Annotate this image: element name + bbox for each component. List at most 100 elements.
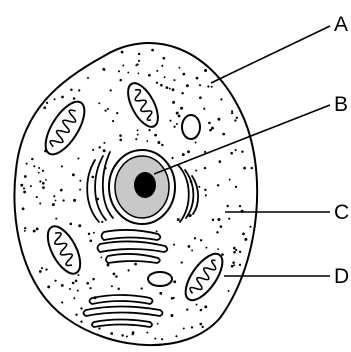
cytoplasm-granule: [208, 122, 211, 125]
cytoplasm-granule: [203, 108, 205, 110]
cytoplasm-granule: [38, 172, 40, 174]
cytoplasm-granule: [146, 332, 148, 334]
cytoplasm-granule: [217, 218, 220, 221]
cytoplasm-granule: [182, 73, 185, 76]
cytoplasm-granule: [204, 167, 206, 169]
cytoplasm-granule: [116, 112, 118, 114]
cytoplasm-granule: [170, 314, 173, 317]
cytoplasm-granule: [232, 261, 235, 264]
cytoplasm-granule: [30, 185, 32, 187]
cytoplasm-granule: [24, 175, 27, 178]
cytoplasm-granule: [187, 245, 190, 248]
cytoplasm-granule: [228, 218, 230, 220]
cytoplasm-granule: [199, 96, 202, 99]
cytoplasm-granule: [138, 53, 140, 55]
cytoplasm-granule: [69, 288, 71, 290]
cytoplasm-granule: [33, 165, 35, 167]
cytoplasm-granule: [87, 77, 89, 79]
cytoplasm-granule: [75, 280, 78, 283]
cytoplasm-granule: [43, 106, 46, 109]
cytoplasm-granule: [178, 115, 181, 118]
cytoplasm-granule: [175, 335, 177, 337]
cytoplasm-granule: [127, 72, 129, 74]
cytoplasm-granule: [72, 173, 75, 176]
cytoplasm-granule: [148, 74, 151, 77]
cytoplasm-granule: [101, 221, 103, 223]
cytoplasm-granule: [88, 233, 90, 235]
cytoplasm-granule: [195, 169, 197, 171]
cytoplasm-granule: [233, 264, 235, 266]
cytoplasm-granule: [205, 194, 207, 196]
cytoplasm-granule: [239, 251, 241, 253]
cytoplasm-granule: [79, 180, 81, 182]
cytoplasm-granule: [36, 196, 38, 198]
nucleolus: [134, 172, 156, 198]
cytoplasm-granule: [39, 270, 42, 273]
cytoplasm-granule: [176, 112, 179, 115]
cytoplasm-granule: [161, 65, 163, 67]
cytoplasm-granule: [199, 84, 201, 86]
cytoplasm-granule: [121, 51, 124, 54]
cytoplasm-granule: [38, 167, 40, 169]
cytoplasm-granule: [119, 79, 122, 82]
cytoplasm-granule: [191, 326, 193, 328]
cytoplasm-granule: [23, 187, 25, 189]
cytoplasm-granule: [239, 205, 241, 207]
cytoplasm-granule: [41, 267, 43, 269]
cytoplasm-granule: [164, 76, 166, 78]
cytoplasm-granule: [182, 153, 185, 156]
cytoplasm-granule: [159, 292, 162, 295]
cytoplasm-granule: [166, 86, 169, 89]
cytoplasm-granule: [53, 195, 55, 197]
cytoplasm-granule: [126, 335, 128, 337]
cytoplasm-granule: [77, 157, 79, 159]
cytoplasm-granule: [244, 238, 247, 241]
cytoplasm-granule: [243, 167, 246, 170]
cytoplasm-granule: [204, 189, 206, 191]
cytoplasm-granule: [250, 226, 252, 228]
cytoplasm-granule: [122, 65, 124, 67]
cytoplasm-granule: [169, 120, 171, 122]
cytoplasm-granule: [183, 327, 185, 329]
label-c: C: [334, 201, 349, 224]
cytoplasm-granule: [100, 256, 102, 258]
cytoplasm-granule: [242, 233, 245, 236]
cytoplasm-granule: [195, 142, 197, 144]
cytoplasm-granule: [111, 285, 113, 287]
cytoplasm-granule: [180, 107, 183, 110]
cytoplasm-granule: [118, 70, 120, 72]
cytoplasm-granule: [47, 285, 50, 288]
cytoplasm-granule: [86, 282, 89, 285]
cytoplasm-granule: [23, 191, 26, 194]
cytoplasm-granule: [92, 278, 95, 281]
cytoplasm-granule: [113, 273, 116, 276]
cytoplasm-granule: [154, 134, 157, 137]
cytoplasm-granule: [186, 308, 188, 310]
cytoplasm-granule: [173, 79, 175, 81]
cytoplasm-granule: [89, 239, 92, 242]
cytoplasm-granule: [70, 88, 73, 91]
cytoplasm-granule: [61, 96, 64, 99]
cytoplasm-granule: [173, 244, 175, 246]
cytoplasm-granule: [78, 89, 80, 91]
cytoplasm-granule: [173, 280, 176, 283]
cytoplasm-granule: [233, 251, 236, 254]
cytoplasm-granule: [61, 284, 64, 287]
cytoplasm-granule: [205, 247, 207, 249]
cytoplasm-granule: [196, 304, 198, 306]
cytoplasm-granule: [228, 290, 230, 292]
cytoplasm-granule: [115, 275, 118, 278]
cytoplasm-granule: [112, 120, 114, 122]
cytoplasm-granule: [239, 264, 241, 266]
cytoplasm-granule: [39, 202, 41, 204]
cytoplasm-granule: [220, 225, 223, 228]
cytoplasm-granule: [177, 218, 180, 221]
cytoplasm-granule: [157, 323, 159, 325]
cytoplasm-granule: [73, 97, 76, 100]
cytoplasm-granule: [171, 157, 173, 159]
cytoplasm-granule: [198, 186, 200, 188]
cytoplasm-granule: [209, 129, 212, 132]
cytoplasm-granule: [135, 64, 137, 66]
cytoplasm-granule: [230, 152, 233, 155]
cytoplasm-granule: [45, 179, 47, 181]
